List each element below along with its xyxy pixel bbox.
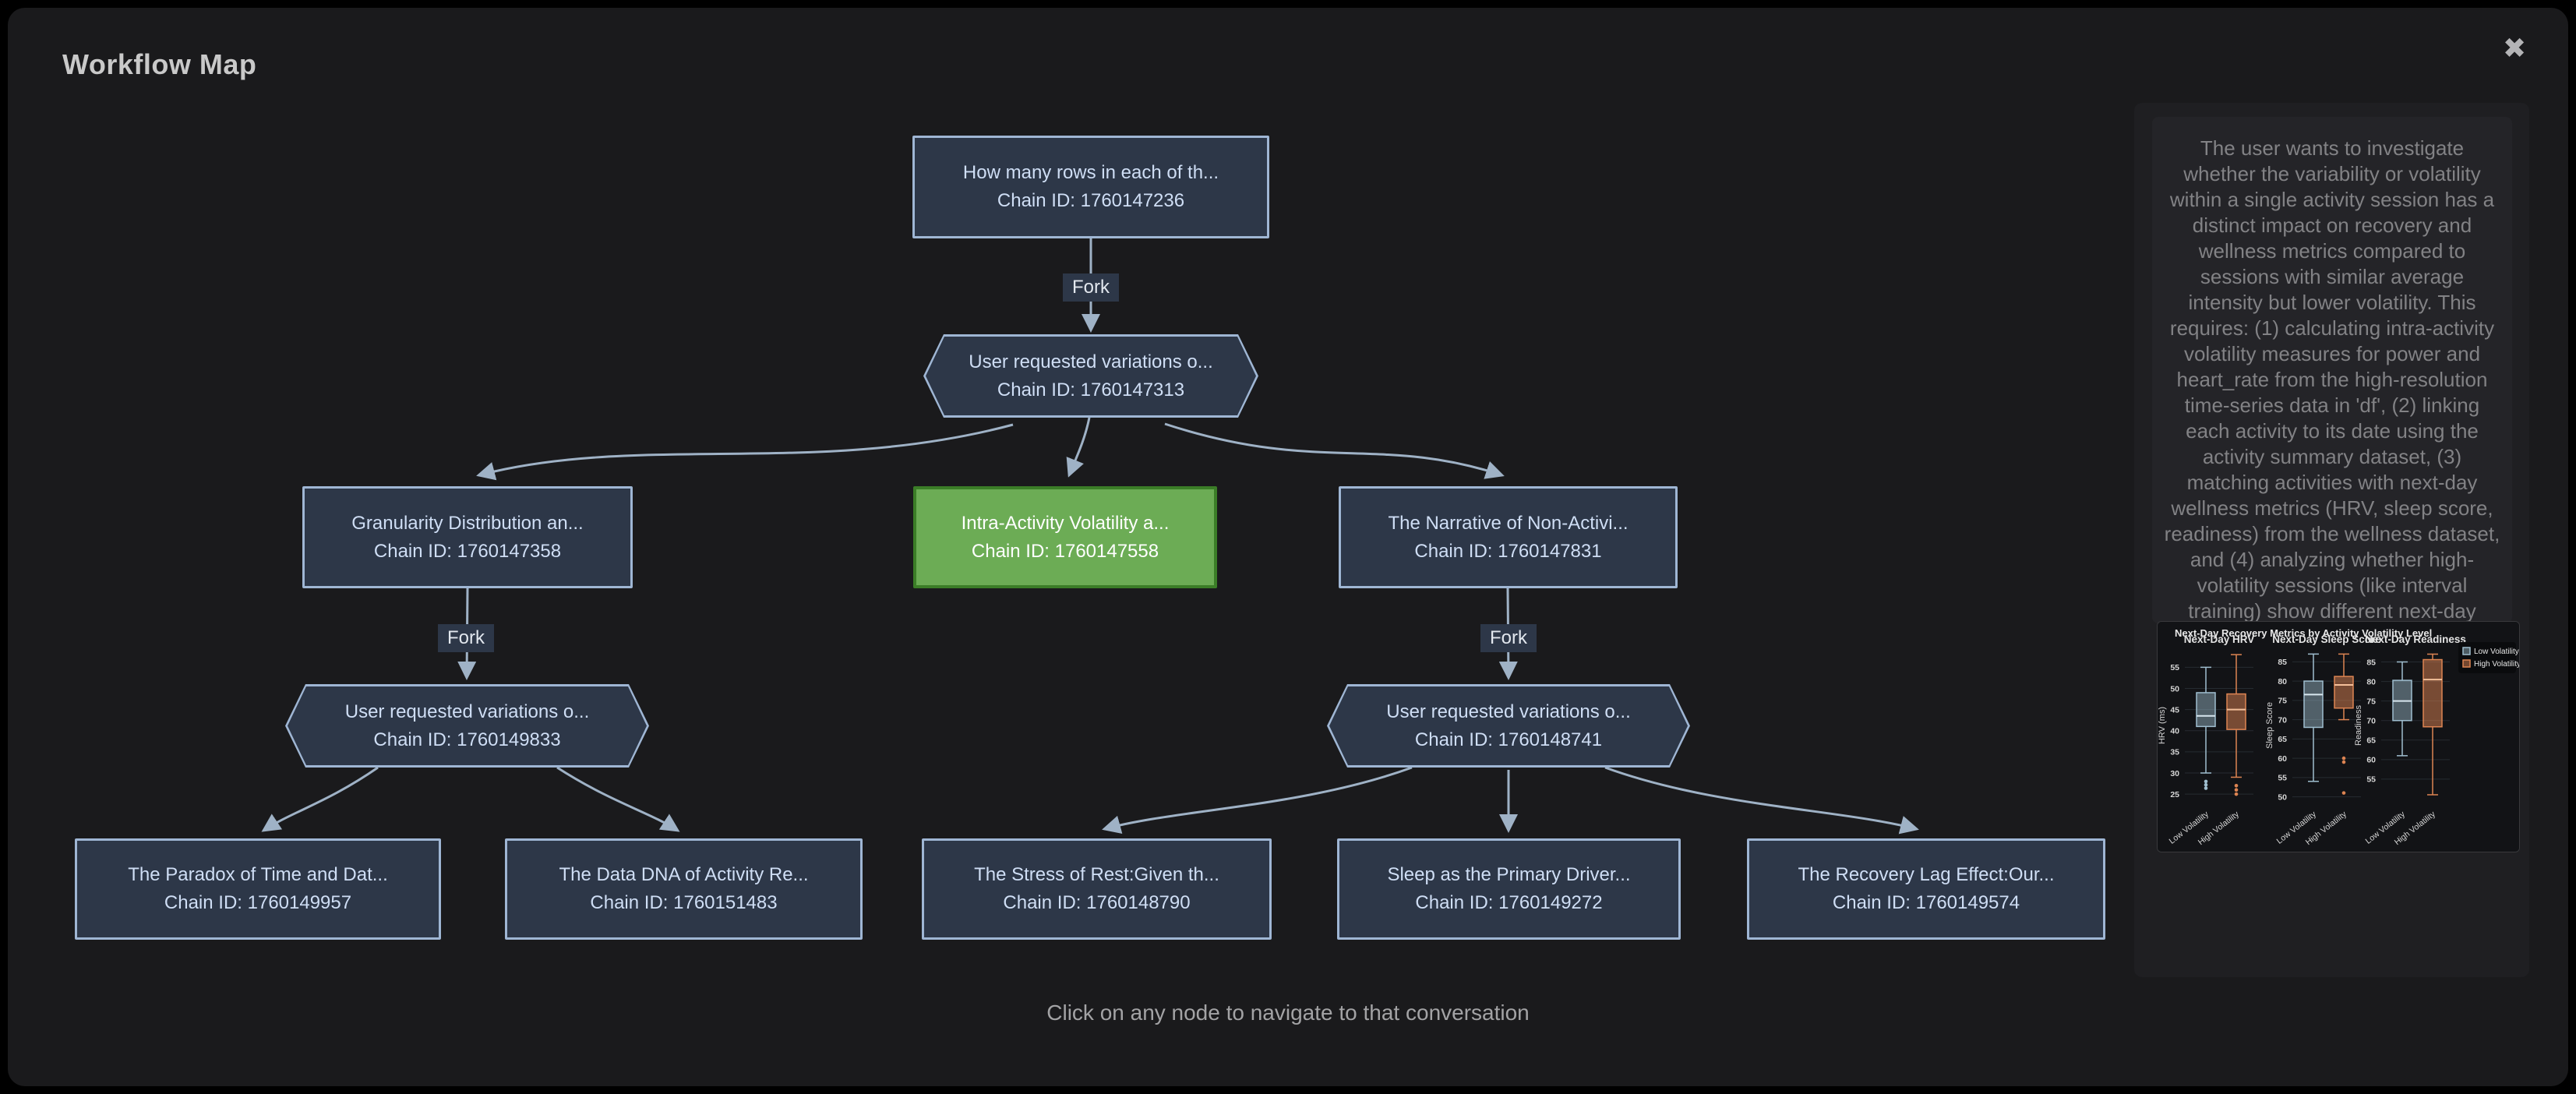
close-icon[interactable]: ✖ xyxy=(2503,32,2527,64)
svg-text:70: 70 xyxy=(2278,715,2287,725)
svg-text:85: 85 xyxy=(2278,658,2287,667)
node-title: User requested variations o... xyxy=(344,701,590,722)
node-chain-id: Chain ID: 1760149833 xyxy=(373,729,561,750)
svg-text:75: 75 xyxy=(2278,697,2287,706)
svg-text:40: 40 xyxy=(2170,727,2179,736)
node-narrative[interactable]: The Narrative of Non-Activi... Chain ID:… xyxy=(1339,486,1678,588)
node-paradox[interactable]: The Paradox of Time and Dat... Chain ID:… xyxy=(75,838,441,940)
node-sleep-driver[interactable]: Sleep as the Primary Driver... Chain ID:… xyxy=(1337,838,1681,940)
svg-text:55: 55 xyxy=(2278,774,2287,783)
node-data-dna[interactable]: The Data DNA of Activity Re... Chain ID:… xyxy=(505,838,863,940)
svg-text:Sleep Score: Sleep Score xyxy=(2265,702,2274,749)
fork-label: Fork xyxy=(1480,624,1537,652)
svg-text:Next-Day Recovery Metrics by A: Next-Day Recovery Metrics by Activity Vo… xyxy=(2175,627,2432,639)
node-granularity[interactable]: Granularity Distribution an... Chain ID:… xyxy=(302,486,633,588)
navigate-hint: Click on any node to navigate to that co… xyxy=(1046,1000,1530,1025)
svg-text:75: 75 xyxy=(2366,697,2376,706)
svg-text:Next-Day HRV: Next-Day HRV xyxy=(2184,633,2255,645)
node-title: How many rows in each of th... xyxy=(962,162,1219,183)
svg-text:Next-Day Sleep Score: Next-Day Sleep Score xyxy=(2272,633,2381,645)
svg-text:Low Volatility: Low Volatility xyxy=(2474,648,2519,656)
svg-text:60: 60 xyxy=(2278,754,2287,764)
node-recovery-lag[interactable]: The Recovery Lag Effect:Our... Chain ID:… xyxy=(1747,838,2105,940)
node-title: Granularity Distribution an... xyxy=(351,512,584,534)
node-chain-id: Chain ID: 1760147831 xyxy=(1414,540,1602,562)
svg-text:35: 35 xyxy=(2170,748,2179,757)
svg-text:65: 65 xyxy=(2278,735,2287,744)
node-root[interactable]: How many rows in each of th... Chain ID:… xyxy=(912,136,1269,238)
svg-text:HRV (ms): HRV (ms) xyxy=(2158,707,2167,744)
svg-text:45: 45 xyxy=(2170,705,2179,715)
node-chain-id: Chain ID: 1760149957 xyxy=(164,892,352,913)
svg-text:55: 55 xyxy=(2170,663,2179,672)
svg-text:50: 50 xyxy=(2170,684,2179,693)
node-stress-rest[interactable]: The Stress of Rest:Given th... Chain ID:… xyxy=(922,838,1272,940)
node-title: The Recovery Lag Effect:Our... xyxy=(1798,864,2055,885)
node-title: User requested variations o... xyxy=(969,351,1213,372)
node-chain-id: Chain ID: 1760147236 xyxy=(997,190,1185,211)
svg-text:80: 80 xyxy=(2278,677,2287,686)
node-title: Intra-Activity Volatility a... xyxy=(961,512,1170,534)
node-chain-id: Chain ID: 1760151483 xyxy=(590,892,778,913)
svg-text:70: 70 xyxy=(2366,717,2376,726)
node-title: The Paradox of Time and Dat... xyxy=(128,864,388,885)
svg-text:30: 30 xyxy=(2170,769,2179,778)
svg-text:50: 50 xyxy=(2278,792,2287,802)
node-title: The Data DNA of Activity Re... xyxy=(559,864,809,885)
svg-text:80: 80 xyxy=(2366,677,2376,686)
wellness-boxplot-chart: Next-Day Recovery Metrics by Activity Vo… xyxy=(2158,622,2519,852)
node-chain-id: Chain ID: 1760149574 xyxy=(1832,892,2020,913)
node-variations-a[interactable]: User requested variations o... Chain ID:… xyxy=(923,334,1258,418)
node-title: The Stress of Rest:Given th... xyxy=(974,864,1219,885)
svg-text:55: 55 xyxy=(2366,775,2376,785)
svg-text:85: 85 xyxy=(2366,658,2376,667)
svg-text:60: 60 xyxy=(2366,756,2376,765)
fork-label: Fork xyxy=(438,624,494,652)
svg-text:Next-Day Readiness: Next-Day Readiness xyxy=(2365,633,2466,645)
node-chain-id: Chain ID: 1760148741 xyxy=(1414,729,1603,750)
node-chain-id: Chain ID: 1760147558 xyxy=(971,540,1159,562)
node-chain-id: Chain ID: 1760148790 xyxy=(1003,892,1191,913)
node-variations-b[interactable]: User requested variations o... Chain ID:… xyxy=(285,684,649,768)
node-chain-id: Chain ID: 1760147358 xyxy=(373,540,562,562)
investigation-summary-text: The user wants to investigate whether th… xyxy=(2152,117,2512,623)
node-chain-id: Chain ID: 1760147313 xyxy=(997,379,1185,401)
svg-text:Readiness: Readiness xyxy=(2354,705,2363,746)
fork-label: Fork xyxy=(1063,274,1119,302)
svg-text:25: 25 xyxy=(2170,790,2179,799)
svg-text:65: 65 xyxy=(2366,736,2376,746)
node-title: User requested variations o... xyxy=(1386,701,1631,722)
svg-text:High Volatility: High Volatility xyxy=(2474,660,2519,669)
node-title: The Narrative of Non-Activi... xyxy=(1388,512,1629,534)
page-title: Workflow Map xyxy=(62,48,257,80)
node-title: Sleep as the Primary Driver... xyxy=(1387,864,1631,885)
node-variations-c[interactable]: User requested variations o... Chain ID:… xyxy=(1327,684,1690,768)
node-intra-activity-selected[interactable]: Intra-Activity Volatility a... Chain ID:… xyxy=(913,486,1217,588)
node-chain-id: Chain ID: 1760149272 xyxy=(1415,892,1603,913)
wellness-boxplot-thumbnail: Next-Day Recovery Metrics by Activity Vo… xyxy=(2157,621,2520,852)
